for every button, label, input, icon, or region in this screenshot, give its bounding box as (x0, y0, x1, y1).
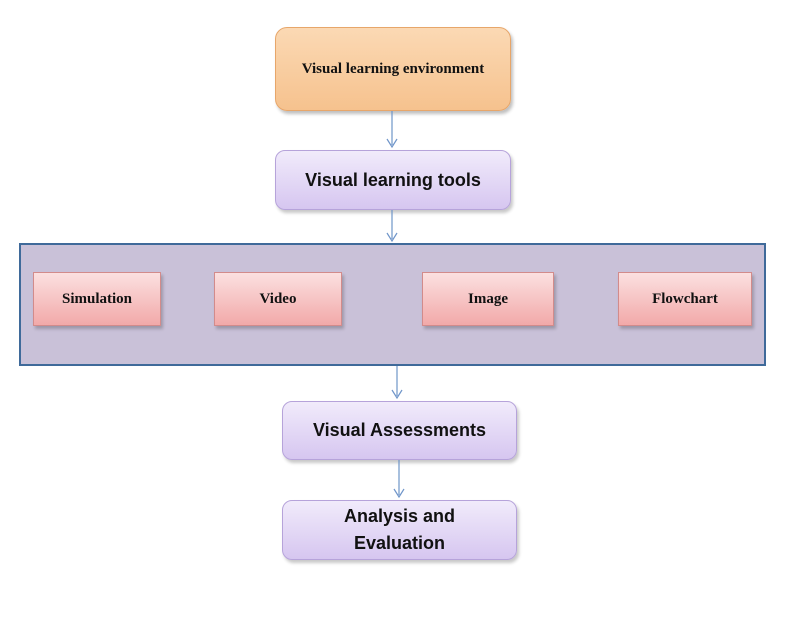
flowchart-node: Flowchart (618, 272, 752, 326)
simulation-label: Simulation (61, 290, 133, 307)
arrow-head-tools-to-band (386, 232, 398, 243)
arrow-head-band-to-assessments (391, 389, 403, 400)
flowchart-label: Flowchart (652, 290, 718, 307)
analysis-evaluation-label: Analysis and Evaluation (343, 506, 456, 553)
arrow-head-assessments-to-analysis (393, 488, 405, 499)
image-node: Image (422, 272, 554, 326)
video-node: Video (214, 272, 342, 326)
arrow-head-env-to-tools (386, 138, 398, 149)
analysis-evaluation-node: Analysis and Evaluation (282, 500, 517, 560)
video-label: Video (259, 290, 297, 307)
visual-learning-tools-node: Visual learning tools (275, 150, 511, 210)
image-label: Image (468, 290, 508, 307)
visual-learning-environment-node: Visual learning environment (275, 27, 511, 111)
simulation-node: Simulation (33, 272, 161, 326)
visual-learning-tools-label: Visual learning tools (305, 169, 481, 190)
visual-assessments-label: Visual Assessments (312, 420, 487, 440)
visual-assessments-node: Visual Assessments (282, 401, 517, 460)
visual-learning-environment-label: Visual learning environment (301, 60, 485, 77)
